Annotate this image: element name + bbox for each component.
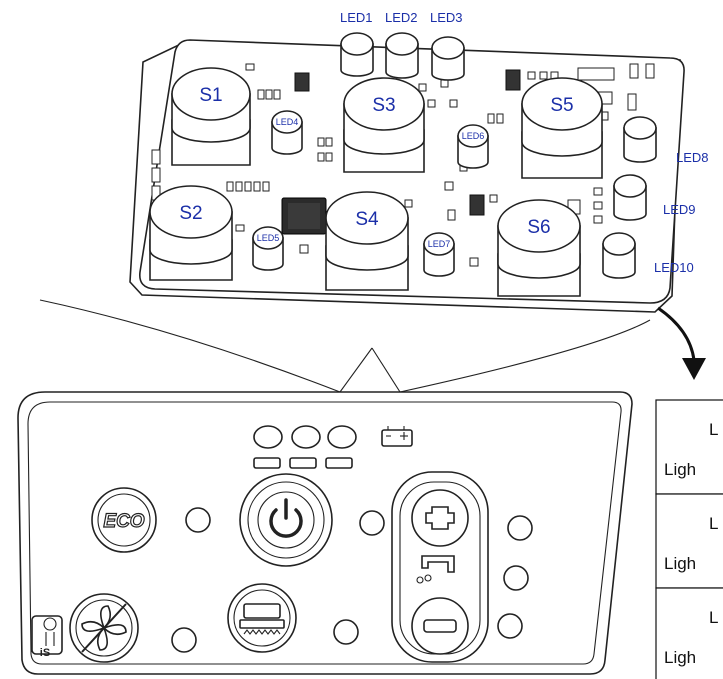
led-label-led4: LED4 xyxy=(276,117,299,127)
led8 xyxy=(623,116,657,163)
plus-button[interactable] xyxy=(411,489,469,547)
switch-s3: S3 xyxy=(343,77,425,173)
table-row xyxy=(655,587,723,679)
power-led xyxy=(359,510,385,536)
led9 xyxy=(613,174,647,221)
table-cell: L xyxy=(709,608,718,627)
switch-s2: S2 xyxy=(149,185,233,281)
table-cell: L xyxy=(709,514,718,533)
level-control xyxy=(391,471,489,663)
switch-label-s5: S5 xyxy=(550,95,573,116)
table-row xyxy=(655,493,723,589)
led7: LED7 xyxy=(423,232,455,277)
heater-button[interactable] xyxy=(227,583,297,653)
led4: LED4 xyxy=(271,110,303,155)
eco-button[interactable]: ECO xyxy=(91,487,157,553)
led5: LED5 xyxy=(252,226,284,271)
led3 xyxy=(431,36,465,81)
table-cell: Ligh xyxy=(664,648,696,667)
led1 xyxy=(340,32,374,77)
table-row xyxy=(655,399,723,495)
led-table: L Ligh L Ligh L Ligh xyxy=(655,399,723,679)
switch-s4: S4 xyxy=(325,191,409,291)
touch-is-icon: iS xyxy=(31,615,63,659)
led-label-led9: LED9 xyxy=(663,202,696,217)
fan-led xyxy=(171,627,197,653)
fan-button[interactable] xyxy=(69,593,139,663)
heater-icon xyxy=(239,603,285,635)
is-label: iS xyxy=(40,647,50,659)
led-label-led5: LED5 xyxy=(257,233,280,243)
led-label-led1: LED1 xyxy=(340,10,373,25)
level-led-3 xyxy=(497,613,523,639)
switch-label-s3: S3 xyxy=(372,95,395,116)
led-label-led8: LED8 xyxy=(676,150,709,165)
fan-icon xyxy=(81,603,127,653)
led-label-led6: LED6 xyxy=(462,131,485,141)
minus-button[interactable] xyxy=(411,597,469,655)
microcontroller-chip xyxy=(281,197,327,235)
callout-bubble xyxy=(39,299,651,393)
led-label-led2: LED2 xyxy=(385,10,418,25)
table-cell: Ligh xyxy=(664,460,696,479)
switch-s6: S6 xyxy=(497,199,581,297)
level-led-1 xyxy=(507,515,533,541)
switch-s5: S5 xyxy=(521,77,603,179)
heater-led xyxy=(333,619,359,645)
switch-label-s1: S1 xyxy=(199,85,222,106)
eco-led xyxy=(185,507,211,533)
led-label-led10: LED10 xyxy=(654,260,694,275)
switch-label-s4: S4 xyxy=(355,209,379,230)
level-led-2 xyxy=(503,565,529,591)
mode-indicator-icon xyxy=(416,555,455,584)
curved-arrow-icon xyxy=(657,306,706,380)
table-cell: L xyxy=(709,420,718,439)
switch-label-s6: S6 xyxy=(527,217,550,238)
switch-s1: S1 xyxy=(171,67,251,166)
panel-indicator-leds xyxy=(253,425,357,469)
battery-icon xyxy=(381,426,413,447)
led6: LED6 xyxy=(457,124,489,169)
power-icon xyxy=(269,498,303,538)
table-cell: Ligh xyxy=(664,554,696,573)
led-label-led7: LED7 xyxy=(428,239,451,249)
led10 xyxy=(602,232,636,279)
pcb-board: S1 S2 S3 S4 S5 xyxy=(129,10,709,313)
power-button[interactable] xyxy=(239,473,333,567)
led2 xyxy=(385,32,419,79)
control-panel: ECO xyxy=(17,391,633,675)
led-label-led3: LED3 xyxy=(430,10,463,25)
switch-label-s2: S2 xyxy=(179,203,202,224)
eco-label: ECO xyxy=(103,511,144,532)
